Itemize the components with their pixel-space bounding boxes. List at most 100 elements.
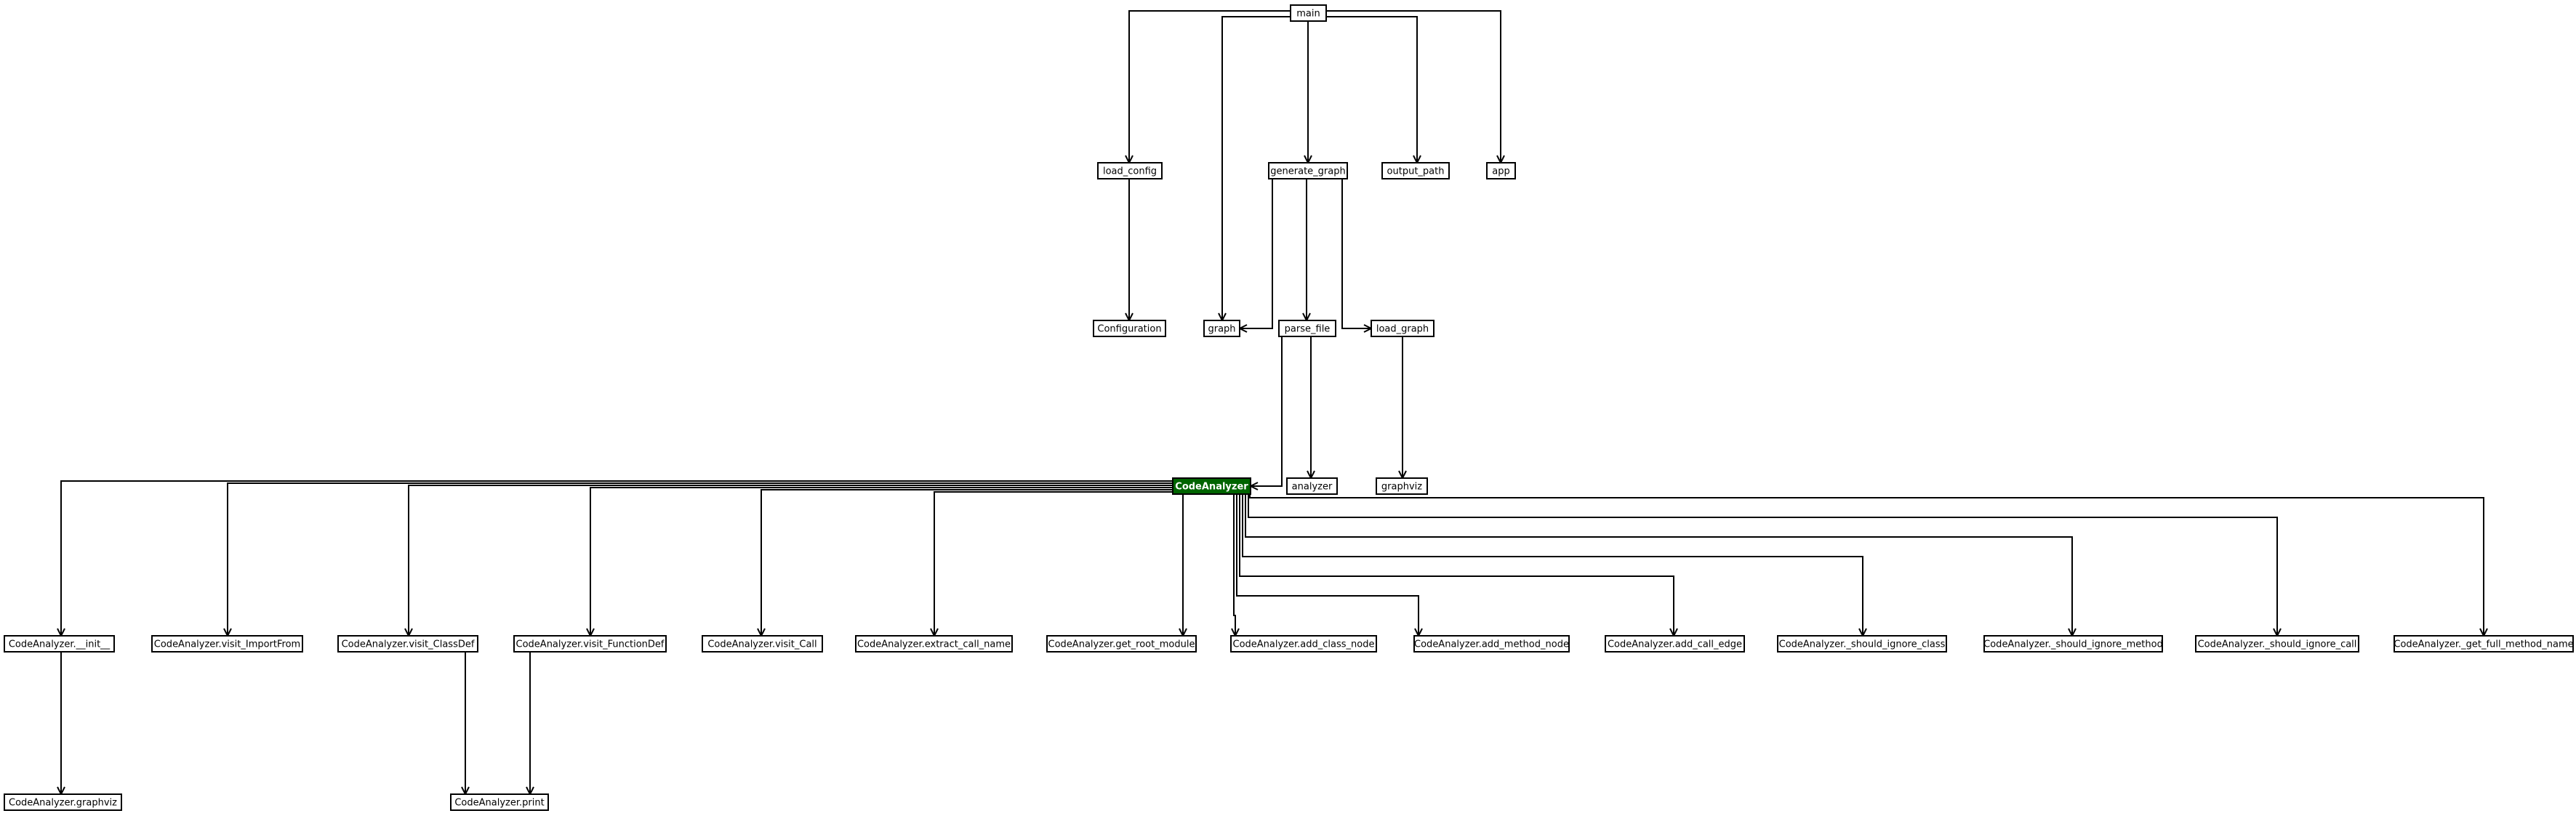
node-parse-file[interactable]: parse_file [1278,320,1336,337]
node-label: CodeAnalyzer.print [454,798,544,809]
edge-code_analyzer-to-ca_should_ignore_method [1245,494,2072,636]
edge-code_analyzer-to-ca_add_method_node [1236,494,1419,636]
edge-code_analyzer-to-ca_add_call_edge [1239,494,1674,636]
node-code-analyzer[interactable]: CodeAnalyzer [1172,477,1251,495]
node-box [450,793,549,811]
node-ca-print[interactable]: CodeAnalyzer.print [450,793,549,811]
node-load-config[interactable]: load_config [1097,162,1163,179]
edge-code_analyzer-to-ca_visit_functiondef [590,487,1173,636]
node-ca-visit-importfrom[interactable]: CodeAnalyzer.visit_ImportFrom [151,635,303,653]
node-label: CodeAnalyzer.__init__ [9,639,111,650]
node-box [1097,162,1163,179]
node-load-graph[interactable]: load_graph [1371,320,1435,337]
node-ca-visit-classdef[interactable]: CodeAnalyzer.visit_ClassDef [337,635,478,653]
node-label: parse_file [1285,324,1331,335]
edge-code_analyzer-to-ca_visit_call [761,489,1173,636]
node-label: CodeAnalyzer.add_class_node [1233,639,1375,650]
node-ca-visit-call[interactable]: CodeAnalyzer.visit_Call [702,635,823,653]
node-box [1290,4,1327,22]
edge-parse_file-to-code_analyzer [1251,336,1283,486]
node-box [1286,477,1338,495]
node-box [151,635,303,653]
node-label: load_graph [1376,324,1429,335]
edge-main-to-app [1326,10,1501,163]
edge-code_analyzer-to-ca_extract_call_name [934,491,1173,636]
node-label: CodeAnalyzer.visit_ImportFrom [154,639,300,650]
node-label: CodeAnalyzer.graphviz [9,798,117,809]
node-label: CodeAnalyzer.add_call_edge [1608,639,1742,650]
node-box [855,635,1013,653]
node-box [1376,477,1428,495]
node-box [1486,162,1516,179]
node-box [2394,635,2574,653]
node-label: CodeAnalyzer._should_ignore_class [1779,639,1946,650]
node-label: graphviz [1381,482,1422,493]
node-ca-should-ignore-method[interactable]: CodeAnalyzer._should_ignore_method [1983,635,2163,653]
node-label: CodeAnalyzer.add_method_node [1414,639,1569,650]
node-box [2195,635,2359,653]
node-box [1413,635,1570,653]
edge-code_analyzer-to-ca_init [61,480,1173,636]
node-label: load_config [1103,166,1157,177]
edge-generate_graph-to-load_graph [1341,179,1371,328]
edge-code_analyzer-to-ca_get_full_method_name [1249,494,2484,636]
node-label: CodeAnalyzer.visit_Call [707,639,816,650]
node-box [1983,635,2163,653]
node-analyzer[interactable]: analyzer [1286,477,1338,495]
node-ca-get-root-module[interactable]: CodeAnalyzer.get_root_module [1046,635,1197,653]
node-box [4,635,115,653]
node-box [1605,635,1745,653]
node-ca-visit-functiondef[interactable]: CodeAnalyzer.visit_FunctionDef [513,635,667,653]
node-label: CodeAnalyzer [1175,482,1248,493]
node-label: CodeAnalyzer._get_full_method_name [2394,639,2573,650]
edge-main-to-graph [1222,16,1291,320]
node-box [1371,320,1435,337]
node-label: Configuration [1097,324,1161,335]
node-label: main [1296,9,1320,20]
node-label: CodeAnalyzer.get_root_module [1048,639,1195,650]
edge-code_analyzer-to-ca_visit_importfrom [228,482,1173,636]
node-ca-extract-call-name[interactable]: CodeAnalyzer.extract_call_name [855,635,1013,653]
node-box [1230,635,1377,653]
node-ca-should-ignore-class[interactable]: CodeAnalyzer._should_ignore_class [1777,635,1947,653]
edge-code_analyzer-to-ca_should_ignore_class [1242,494,1863,636]
edge-main-to-output_path [1326,16,1417,163]
node-box [1278,320,1336,337]
node-ca-init[interactable]: CodeAnalyzer.__init__ [4,635,115,653]
node-ca-add-class-node[interactable]: CodeAnalyzer.add_class_node [1230,635,1377,653]
node-label: graph [1208,324,1235,335]
node-box [702,635,823,653]
node-ca-get-full-method-name[interactable]: CodeAnalyzer._get_full_method_name [2394,635,2574,653]
node-label: CodeAnalyzer._should_ignore_call [2198,639,2357,650]
node-graphviz[interactable]: graphviz [1376,477,1428,495]
node-box [1093,320,1166,337]
node-main[interactable]: main [1290,4,1327,22]
node-ca-add-call-edge[interactable]: CodeAnalyzer.add_call_edge [1605,635,1745,653]
node-configuration[interactable]: Configuration [1093,320,1166,337]
node-label: app [1492,166,1509,177]
node-ca-graphviz[interactable]: CodeAnalyzer.graphviz [4,793,122,811]
node-app[interactable]: app [1486,162,1516,179]
node-graph[interactable]: graph [1203,320,1240,337]
node-label: CodeAnalyzer.extract_call_name [857,639,1011,650]
node-label: CodeAnalyzer.visit_FunctionDef [516,639,665,650]
edges-layer [61,10,2484,794]
node-box [1268,162,1348,179]
node-box [1172,477,1251,495]
node-box [4,793,122,811]
node-ca-should-ignore-call[interactable]: CodeAnalyzer._should_ignore_call [2195,635,2359,653]
edge-generate_graph-to-graph [1240,179,1273,328]
node-generate-graph[interactable]: generate_graph [1268,162,1348,179]
node-ca-add-method-node[interactable]: CodeAnalyzer.add_method_node [1413,635,1570,653]
node-label: CodeAnalyzer.visit_ClassDef [342,639,475,650]
node-output-path[interactable]: output_path [1381,162,1450,179]
node-box [1046,635,1197,653]
node-box [1777,635,1947,653]
node-label: generate_graph [1270,166,1345,177]
node-box [337,635,478,653]
edge-code_analyzer-to-ca_add_class_node [1234,494,1235,636]
edge-code_analyzer-to-ca_visit_classdef [409,485,1173,636]
node-box [513,635,667,653]
node-label: analyzer [1292,482,1333,493]
